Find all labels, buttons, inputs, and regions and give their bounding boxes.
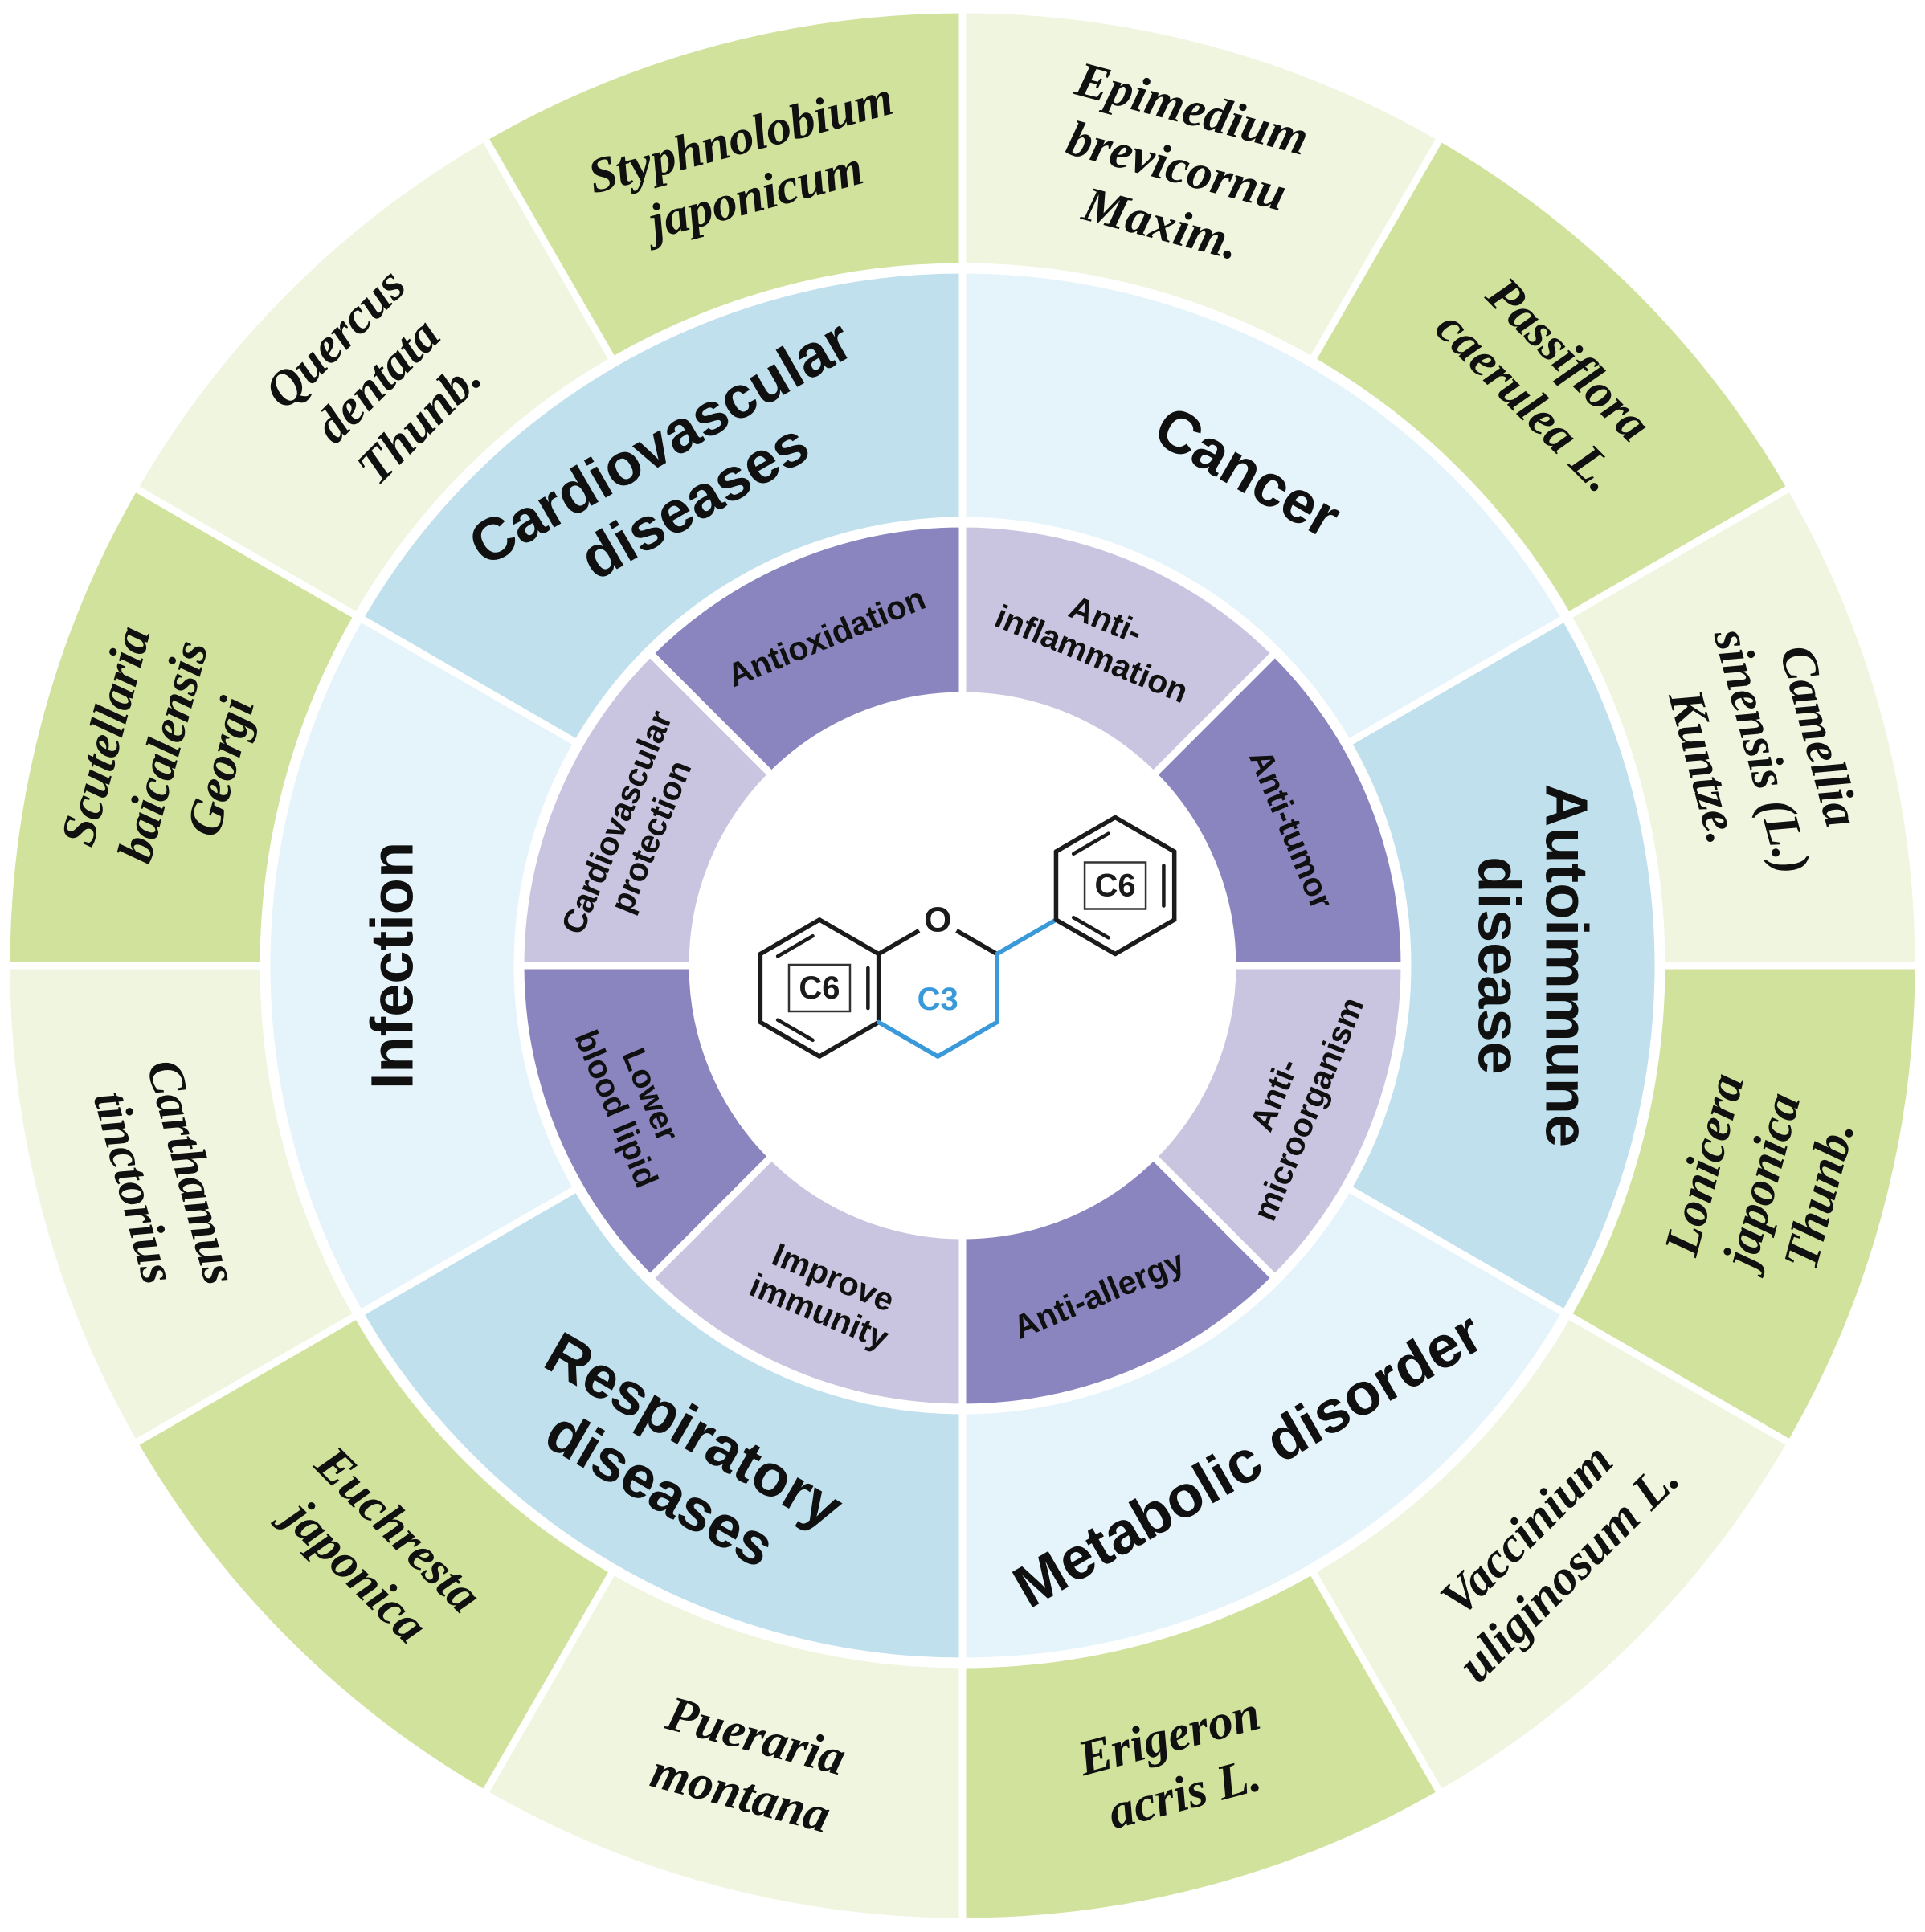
bond	[817, 1019, 881, 1059]
ring-b-c6-label: C6	[1094, 868, 1135, 904]
inner-segment-lower-blood-lipid	[517, 962, 775, 1282]
c3-bridge-bond	[876, 1019, 940, 1059]
c3-bridge-label: C3	[918, 982, 958, 1017]
bond	[817, 917, 881, 957]
label-line: disease	[1466, 856, 1533, 1075]
middle-label-infection: Infection	[359, 842, 426, 1089]
ring-b-c6-label-box	[1083, 861, 1147, 910]
bond	[1053, 815, 1118, 854]
inner-segment-anti-tumor	[1150, 649, 1408, 970]
bond	[1071, 915, 1110, 940]
label-line: Autoimmune	[1534, 784, 1600, 1147]
bond	[758, 917, 822, 957]
bond	[775, 1018, 815, 1043]
label-line: Infection	[359, 842, 426, 1089]
oxygen-label-mask	[916, 898, 960, 941]
middle-label-autoimmune-disease: Autoimmunedisease	[1466, 784, 1600, 1147]
inner-segment-improve-immunity	[646, 1153, 967, 1411]
inner-ring	[517, 520, 1408, 1411]
c3-bridge-bond	[935, 1019, 999, 1059]
bond	[1071, 831, 1110, 856]
oxygen-label: O	[924, 901, 951, 940]
inner-segment-antioxidation	[646, 520, 967, 778]
inner-segment-anti-allergy	[958, 1153, 1279, 1411]
bond	[1113, 917, 1177, 957]
ring-a-c6-label-box	[787, 963, 852, 1013]
middle-ring	[263, 266, 1662, 1665]
center-disc	[694, 697, 1231, 1234]
bond	[758, 1019, 822, 1059]
ring-a-c6-label: C6	[799, 970, 840, 1006]
inner-segment-cardiovascular-protection	[517, 649, 775, 970]
bond	[1053, 917, 1118, 957]
inner-segment-anti-microorganism	[1150, 962, 1408, 1282]
inner-segment-anti-inflammation	[958, 520, 1279, 778]
bond	[1113, 815, 1177, 854]
outer-ring	[2, 6, 1923, 1926]
c3-bridge-bond	[995, 917, 1059, 957]
bond	[775, 933, 815, 958]
